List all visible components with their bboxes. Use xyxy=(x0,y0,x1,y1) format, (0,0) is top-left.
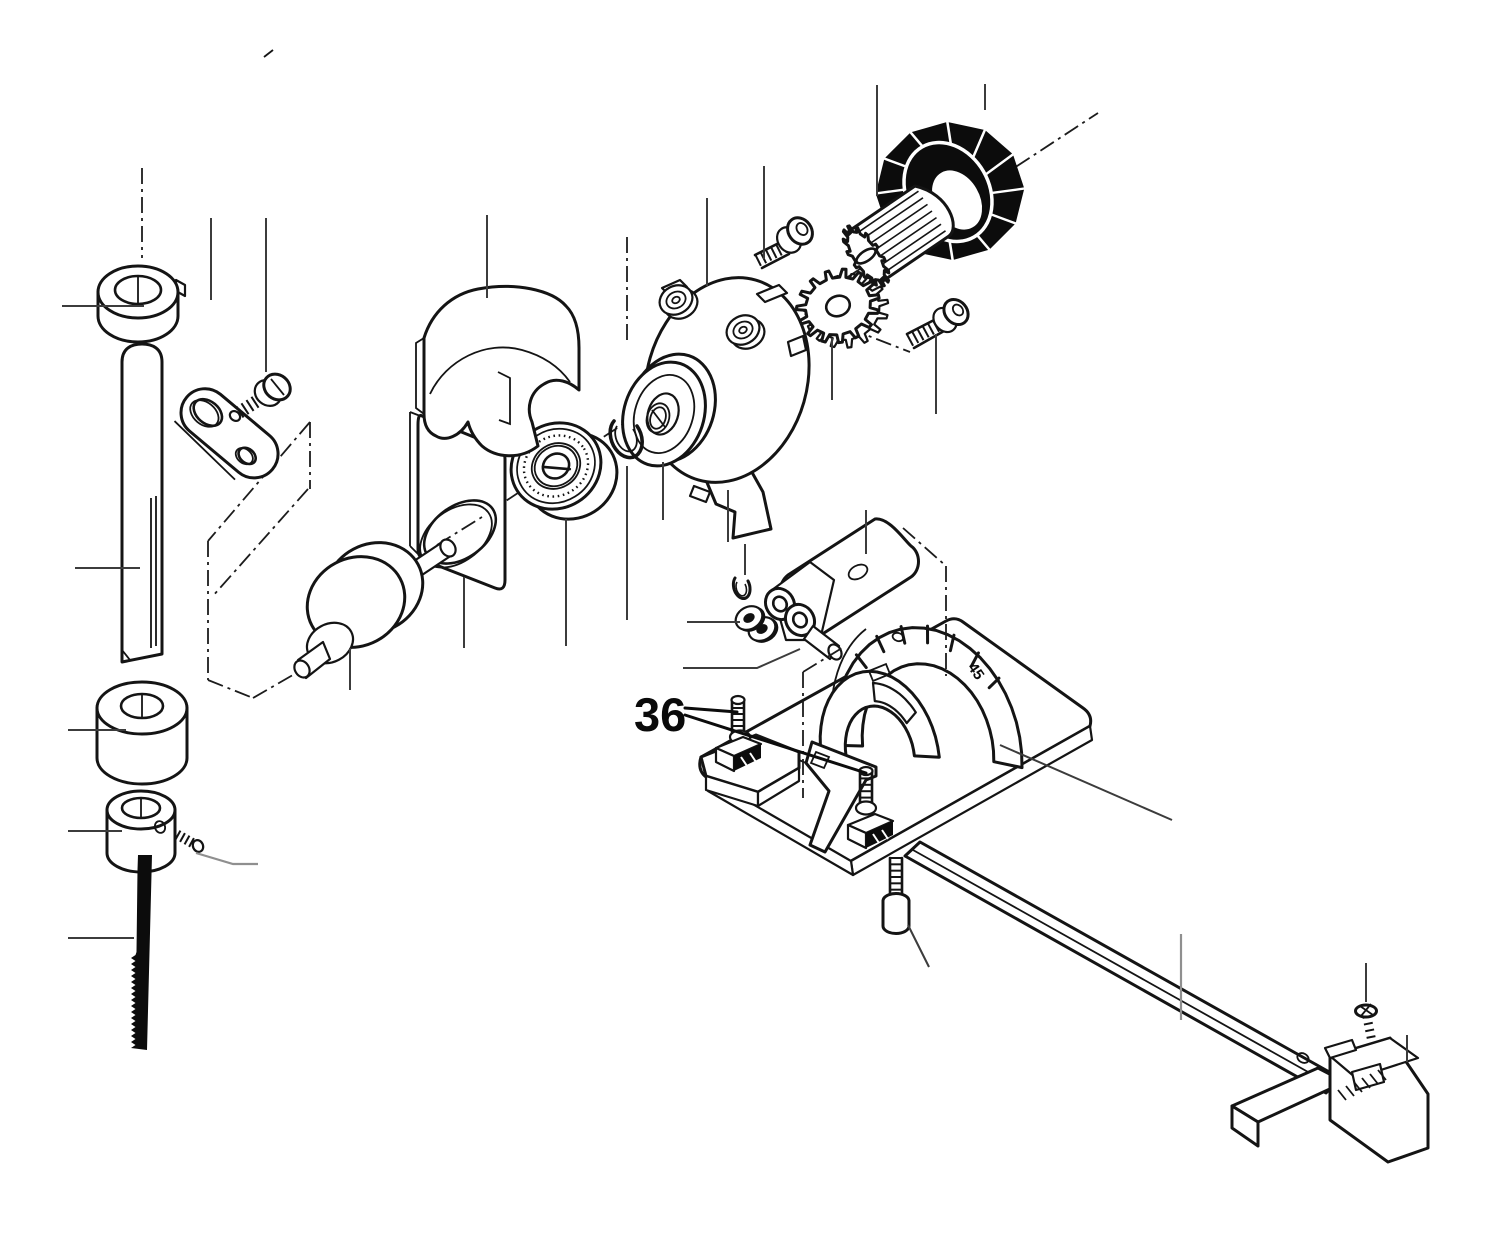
socket-screw-lower xyxy=(905,297,970,350)
rail-hole xyxy=(1296,1052,1310,1064)
mounting-boss xyxy=(725,314,766,350)
roller-circlip xyxy=(731,576,752,601)
pinion-gear xyxy=(841,184,955,288)
retaining-ring xyxy=(608,419,644,460)
mounting-boss xyxy=(658,284,699,320)
set-screw-hole xyxy=(153,820,167,834)
rim-lug xyxy=(786,334,808,358)
rim-lug xyxy=(755,283,789,304)
saw-blade xyxy=(131,855,152,1050)
fence-foot xyxy=(1230,1036,1430,1164)
housing-cover xyxy=(415,285,581,458)
plate-bolt xyxy=(881,856,911,935)
shaft-collar xyxy=(96,264,187,344)
guide-notch xyxy=(867,662,892,683)
stray-tick xyxy=(263,49,274,58)
collar-set-screw xyxy=(174,830,205,853)
link-screw xyxy=(228,372,292,423)
eccentric-crank xyxy=(293,538,457,680)
clamp-set-screw-front xyxy=(714,694,763,773)
fence-rail xyxy=(903,840,1342,1095)
spacer-bushing xyxy=(95,680,189,786)
leader-lines xyxy=(62,84,1408,1062)
roller-hole xyxy=(847,563,869,581)
spur-gear xyxy=(795,267,890,349)
roller-washers xyxy=(734,605,779,643)
foot-hatching xyxy=(1337,1069,1387,1101)
roller-yoke xyxy=(763,560,836,642)
angle-guide: 45 xyxy=(818,624,1024,770)
callout-36-label: 36 xyxy=(634,688,686,741)
link-arm xyxy=(173,387,280,481)
gear-housing xyxy=(621,276,811,540)
guide-rod xyxy=(120,342,164,664)
callout-36-leader-2 xyxy=(683,713,868,775)
socket-screw-upper xyxy=(753,216,814,270)
angle-scale-45-label: 45 xyxy=(964,660,987,683)
pivot-hole xyxy=(891,631,905,643)
callout-36-leader-1 xyxy=(683,706,739,714)
fence-screw xyxy=(1354,1003,1378,1039)
rim-lug xyxy=(688,484,712,504)
